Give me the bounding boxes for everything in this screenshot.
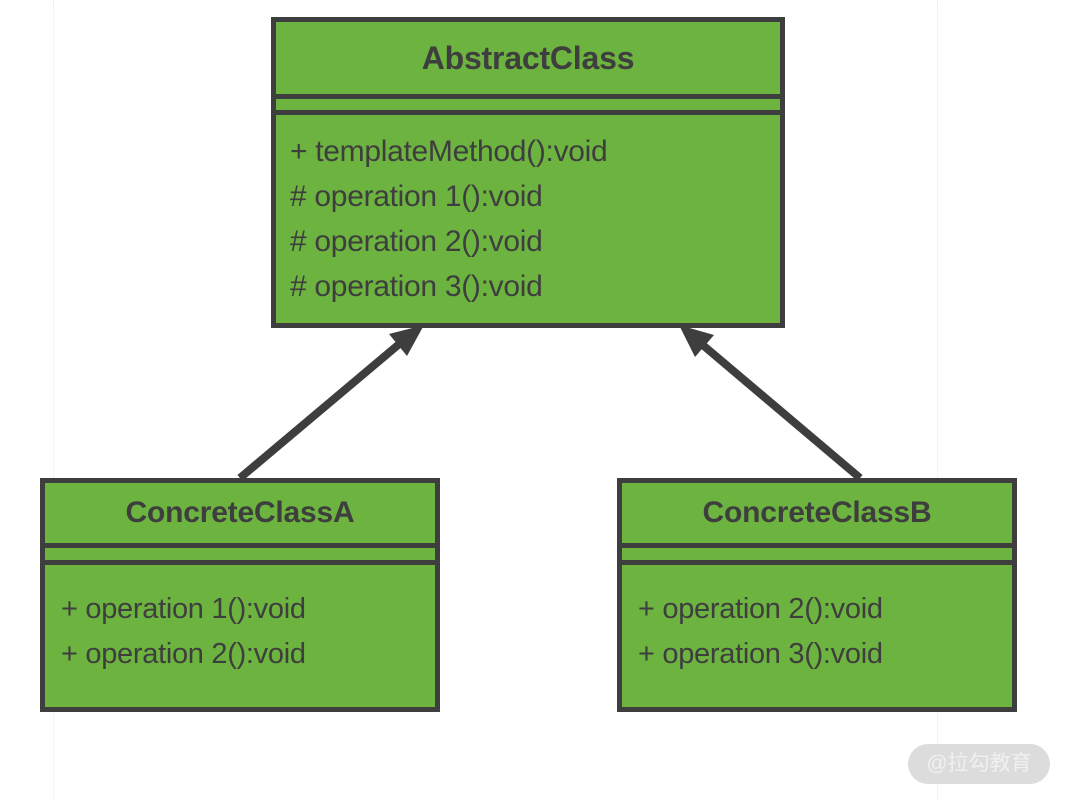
uml-class-concrete-class-a[interactable]: ConcreteClassA + operation 1():void + op… xyxy=(40,478,440,712)
uml-class-name-concrete-class-b: ConcreteClassB xyxy=(702,496,932,529)
uml-compartment-separator xyxy=(276,94,780,99)
uml-class-name-abstract-class: AbstractClass xyxy=(421,40,635,76)
uml-operation: # operation 1():void xyxy=(290,180,543,213)
arrowhead-icon xyxy=(679,325,714,357)
uml-class-concrete-class-b[interactable]: ConcreteClassB + operation 2():void + op… xyxy=(617,478,1017,712)
uml-attributes-compartment-abstract-class xyxy=(276,99,780,110)
uml-class-name-concrete-class-a: ConcreteClassA xyxy=(125,496,355,529)
uml-attributes-compartment-concrete-class-b xyxy=(622,548,1012,560)
uml-attributes-compartment-concrete-class-a xyxy=(45,548,435,560)
uml-compartment-separator xyxy=(622,543,1012,548)
uml-compartment-separator xyxy=(622,560,1012,565)
uml-operations-compartment-concrete-class-b: + operation 2():void + operation 3():voi… xyxy=(622,565,1012,677)
generalization-arrow-concrete-class-b xyxy=(679,325,863,482)
uml-operations-compartment-abstract-class: + templateMethod():void # operation 1():… xyxy=(276,115,780,309)
uml-compartment-separator xyxy=(45,543,435,548)
uml-operation: + operation 1():void xyxy=(61,593,306,625)
uml-operation: + templateMethod():void xyxy=(290,135,608,168)
uml-operation: # operation 3():void xyxy=(290,270,543,303)
uml-operation: + operation 3():void xyxy=(638,638,883,670)
generalization-arrow-concrete-class-a xyxy=(237,325,424,482)
arrowhead-icon xyxy=(389,325,424,356)
uml-compartment-separator xyxy=(45,560,435,565)
uml-class-abstract-class[interactable]: AbstractClass + templateMethod():void # … xyxy=(271,17,785,328)
uml-operation: # operation 2():void xyxy=(290,225,543,258)
uml-operation: + operation 2():void xyxy=(61,638,306,670)
uml-operations-compartment-concrete-class-a: + operation 1():void + operation 2():voi… xyxy=(45,565,435,677)
uml-compartment-separator xyxy=(276,110,780,115)
watermark: @拉勾教育 xyxy=(908,744,1050,784)
uml-operation: + operation 2():void xyxy=(638,593,883,625)
